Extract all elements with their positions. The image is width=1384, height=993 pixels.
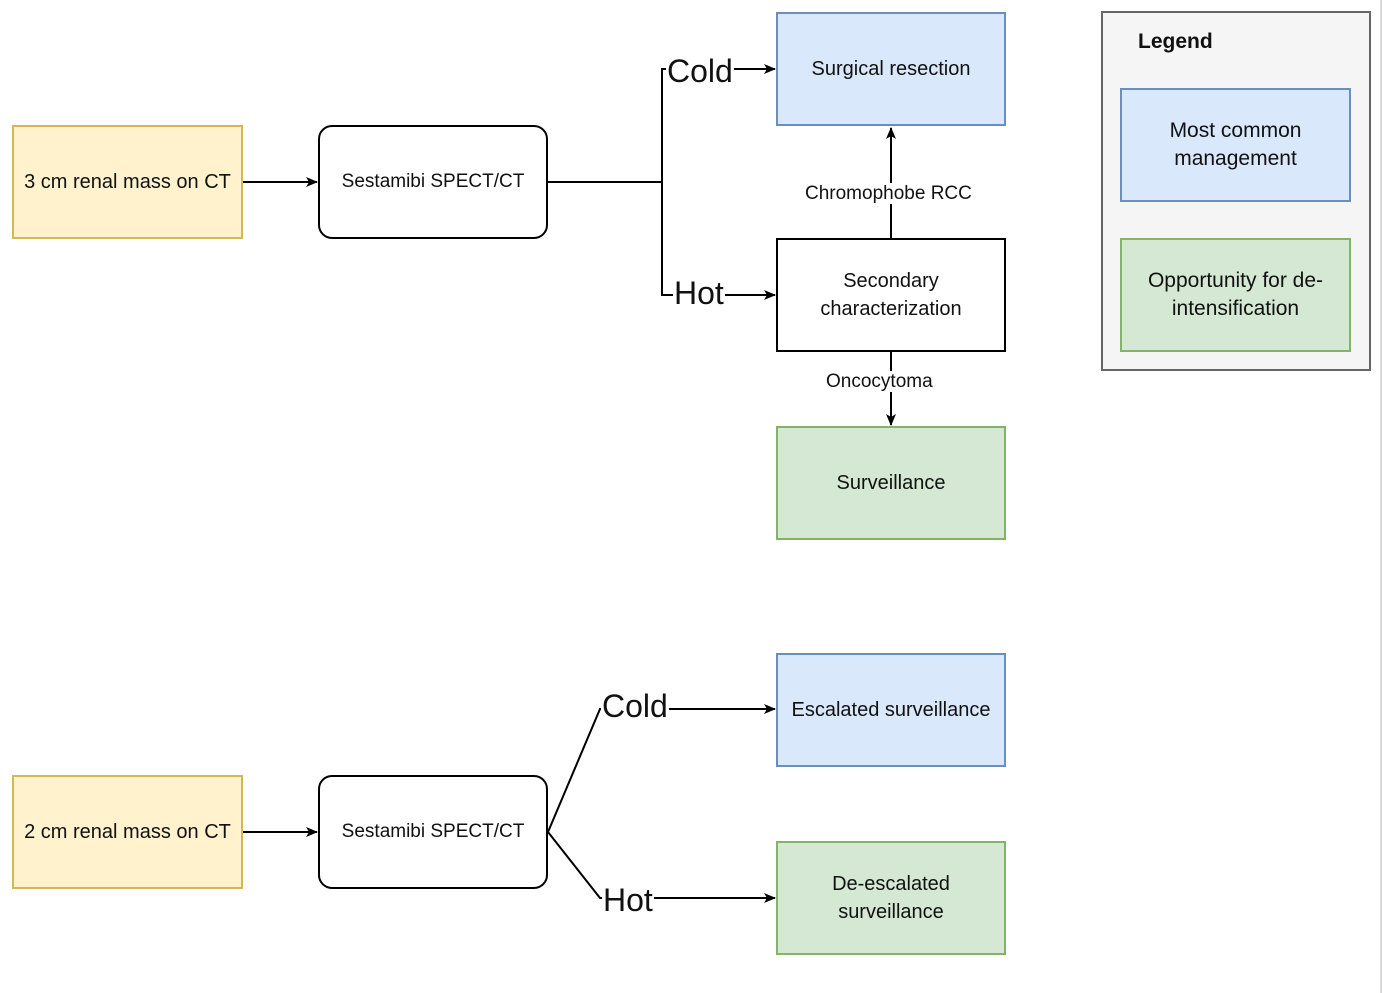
surveillance-node: Surveillance: [776, 426, 1006, 540]
edge-test-cold-bottom: [547, 704, 776, 833]
start-node-3cm: 3 cm renal mass on CT: [12, 125, 243, 239]
cold-label-bottom: Cold: [601, 688, 669, 724]
legend-item-de-intensification-label: Opportunity for de-intensification: [1147, 269, 1324, 320]
surgical-resection-node: Surgical resection: [776, 12, 1006, 126]
oncocytoma-label: Oncocytoma: [823, 371, 936, 392]
legend-title: Legend: [1138, 30, 1213, 53]
legend-item-de-intensification: Opportunity for de-intensification: [1120, 238, 1351, 352]
cold-label-top: Cold: [666, 53, 734, 89]
test-node-top: Sestamibi SPECT/CT: [318, 125, 548, 239]
hot-label-top: Hot: [673, 275, 725, 311]
surgical-resection-label: Surgical resection: [811, 58, 971, 80]
secondary-characterization-label: Secondary characterization: [820, 270, 962, 320]
hot-label-bottom: Hot: [602, 882, 654, 918]
test-node-bottom-label: Sestamibi SPECT/CT: [341, 821, 525, 842]
start-node-2cm: 2 cm renal mass on CT: [12, 775, 243, 889]
page-scrollbar[interactable]: [1380, 0, 1382, 993]
legend-panel: Legend Most common management Opportunit…: [1101, 11, 1371, 371]
start-node-3cm-label: 3 cm renal mass on CT: [24, 171, 231, 193]
legend-item-most-common-label: Most common management: [1169, 119, 1302, 170]
de-escalated-surveillance-node: De-escalated surveillance: [776, 841, 1006, 955]
secondary-characterization-node: Secondary characterization: [776, 238, 1006, 352]
escalated-surveillance-label: Escalated surveillance: [791, 699, 991, 721]
legend-item-most-common: Most common management: [1120, 88, 1351, 202]
start-node-2cm-label: 2 cm renal mass on CT: [24, 821, 231, 843]
edge-test-hot-bottom: [547, 831, 776, 903]
test-node-bottom: Sestamibi SPECT/CT: [318, 775, 548, 889]
chromophobe-rcc-label: Chromophobe RCC: [802, 183, 975, 204]
test-node-top-label: Sestamibi SPECT/CT: [341, 171, 525, 192]
de-escalated-surveillance-label: De-escalated surveillance: [832, 873, 950, 923]
surveillance-label: Surveillance: [836, 472, 946, 494]
escalated-surveillance-node: Escalated surveillance: [776, 653, 1006, 767]
